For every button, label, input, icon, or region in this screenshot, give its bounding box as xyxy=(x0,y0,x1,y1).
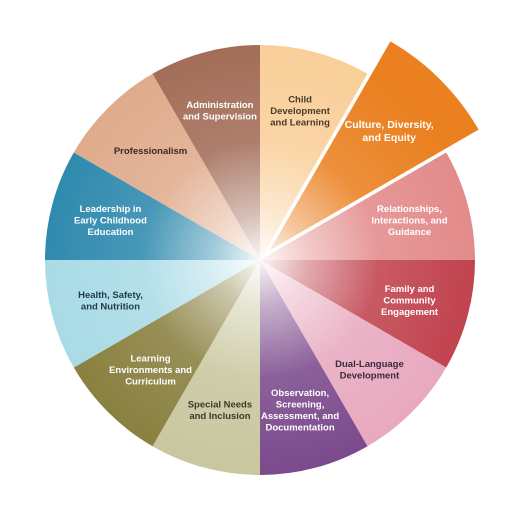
label-line: Screening, xyxy=(276,399,325,410)
label-line: and Inclusion xyxy=(189,411,250,422)
label-line: Administration xyxy=(186,100,253,111)
label-line: Child xyxy=(288,94,312,105)
label-line: Documentation xyxy=(265,422,334,433)
label-line: Development xyxy=(270,106,330,117)
label-line: Early Childhood xyxy=(74,215,147,226)
label-line: Family and xyxy=(385,284,435,295)
label-professionalism: Professionalism xyxy=(114,146,187,157)
label-line: and Equity xyxy=(362,132,416,144)
label-line: Assessment, and xyxy=(261,411,339,422)
label-line: Education xyxy=(88,227,134,238)
label-line: Environments and xyxy=(109,365,192,376)
label-line: Curriculum xyxy=(125,376,176,387)
label-line: Engagement xyxy=(381,307,439,318)
label-line: Guidance xyxy=(388,227,431,238)
label-line: Interactions, and xyxy=(372,215,448,226)
label-line: Professionalism xyxy=(114,146,187,157)
label-line: Leadership in xyxy=(80,204,142,215)
label-line: and Learning xyxy=(270,117,330,128)
label-line: and Supervision xyxy=(183,112,257,123)
label-line: Learning xyxy=(130,353,170,364)
label-line: Observation, xyxy=(271,388,329,399)
label-line: and Nutrition xyxy=(81,301,140,312)
label-line: Culture, Diversity, xyxy=(345,119,434,131)
label-line: Development xyxy=(340,371,400,382)
label-line: Relationships, xyxy=(377,204,442,215)
label-line: Dual-Language xyxy=(335,359,404,370)
label-culture-diversity: Culture, Diversity,and Equity xyxy=(345,119,434,144)
label-health-safety: Health, Safety,and Nutrition xyxy=(78,290,143,313)
label-line: Community xyxy=(383,296,436,307)
label-line: Special Needs xyxy=(188,399,252,410)
label-line: Health, Safety, xyxy=(78,290,143,301)
